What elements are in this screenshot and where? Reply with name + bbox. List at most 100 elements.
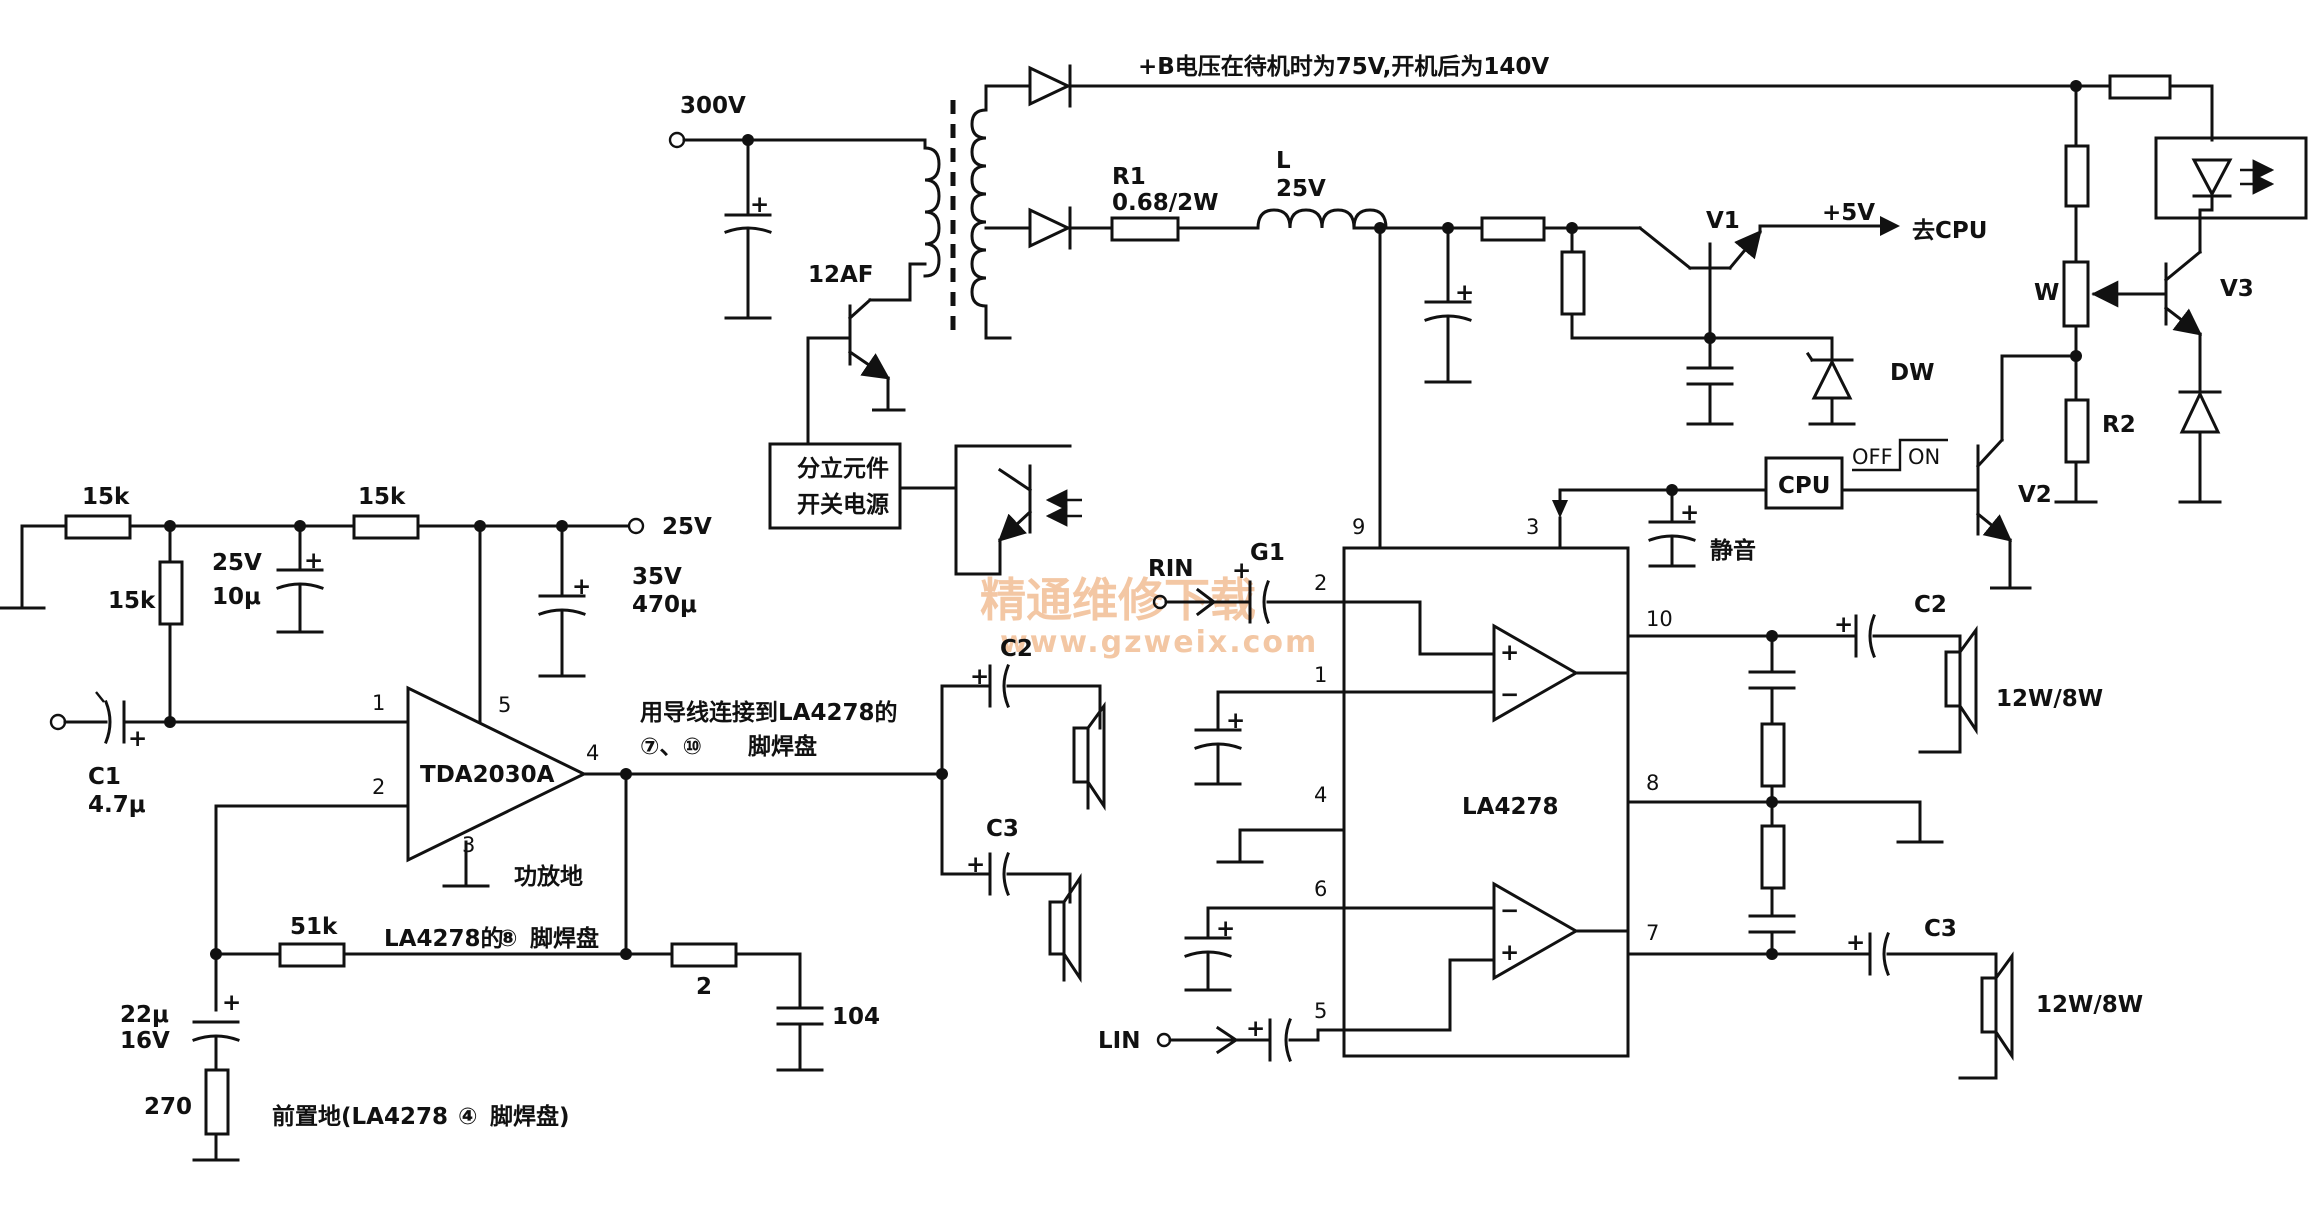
label-c2-left: C2: [1000, 636, 1033, 662]
resistor-top-right: [2064, 144, 2090, 208]
label-cpu: CPU: [1778, 473, 1830, 499]
svg-text:+: +: [970, 664, 989, 690]
label-v1: V1: [1706, 208, 1740, 234]
label-smps-2: 开关电源: [797, 491, 889, 518]
svg-text:+: +: [1500, 940, 1519, 966]
power-supply-section: 300V + +B电压在待机时为75V,开机后为140V R1 0.68: [668, 53, 2308, 590]
inductor-l: [1256, 208, 1388, 230]
zener-dw: [1811, 358, 1853, 400]
optocoupler-led-box: [2154, 136, 2308, 220]
label-to-cpu: 去CPU: [1912, 218, 1987, 244]
label-cap-16v: 16V: [120, 1028, 170, 1054]
svg-text:+: +: [1680, 500, 1699, 526]
label-cap-104: 104: [832, 1004, 880, 1030]
la4278-section: LA4278 9 3 + − − + 2 1 4 6 5 RIN + G1: [1098, 515, 2143, 1080]
terminal-25v: [627, 517, 645, 535]
label-cap-22u: 22μ: [120, 1002, 169, 1028]
transformer-primary: [923, 146, 941, 278]
label-on: ON: [1908, 445, 1940, 469]
svg-text:+: +: [222, 990, 241, 1016]
label-15k-b: 15k: [358, 484, 406, 510]
la-pin8: 8: [1646, 771, 1659, 795]
label-lin: LIN: [1098, 1028, 1140, 1054]
label-note-2a: ⑦、⑩: [640, 734, 702, 760]
label-amp-gnd: 功放地: [514, 863, 583, 890]
la-pin9: 9: [1352, 515, 1365, 539]
tda2030a-section: 15k 15k 25V 15k + 25V 10μ + 35V 470μ: [0, 484, 1106, 1162]
label-pad8-b: ⑧: [498, 926, 517, 952]
label-300v: 300V: [680, 93, 746, 119]
speaker-left-top: [1072, 726, 1090, 784]
label-pad8-a: LA4278的: [384, 925, 503, 952]
label-smps-1: 分立元件: [797, 455, 889, 482]
la-pin10: 10: [1646, 607, 1673, 631]
label-cap-35v: 35V: [632, 564, 682, 590]
potentiometer-w: [2062, 260, 2090, 328]
svg-text:+: +: [1232, 558, 1251, 584]
label-12af: 12AF: [808, 262, 874, 288]
label-g1: G1: [1250, 540, 1285, 566]
tda-pin3: 3: [462, 833, 475, 857]
la-pin1: 1: [1314, 663, 1327, 687]
svg-text:+: +: [128, 726, 147, 752]
label-pre-gnd-a: 前置地(LA4278: [272, 1103, 448, 1130]
label-c1: C1: [88, 764, 121, 790]
la-pin6: 6: [1314, 877, 1327, 901]
speaker-right-bottom: [1980, 976, 1998, 1034]
resistor-led: [2108, 74, 2172, 100]
label-dw: DW: [1890, 360, 1934, 386]
resistor-15k-b: [352, 514, 420, 540]
svg-text:+: +: [1246, 1016, 1265, 1042]
tda-pin2: 2: [372, 775, 385, 799]
optocoupler-led: [2191, 158, 2233, 198]
label-v3: V3: [2220, 276, 2254, 302]
label-r1-value: 0.68/2W: [1112, 190, 1219, 216]
label-25v: 25V: [662, 514, 712, 540]
resistor-51k: [278, 942, 346, 968]
tda-pin4: 4: [586, 741, 599, 765]
label-cap-470u: 470μ: [632, 592, 697, 618]
label-c1-value: 4.7μ: [88, 792, 146, 818]
resistor-2ohm: [670, 942, 738, 968]
top-note: +B电压在待机时为75V,开机后为140V: [1138, 53, 1549, 80]
resistor-r1: [1110, 216, 1180, 242]
speaker-left-bottom: [1048, 900, 1066, 956]
svg-text:+: +: [1455, 280, 1474, 306]
resistor-zobel-top: [1760, 722, 1786, 788]
label-pre-gnd-c: 脚焊盘): [490, 1103, 570, 1130]
label-off: OFF: [1852, 445, 1893, 469]
diode-mid: [1028, 207, 1072, 249]
label-pad8-c: 脚焊盘: [530, 925, 599, 952]
resistor-15k-c: [158, 560, 184, 626]
svg-text:+: +: [304, 548, 323, 574]
tda-pin1: 1: [372, 691, 385, 715]
input-terminal: [49, 713, 67, 731]
resistor-series: [1480, 216, 1546, 242]
la-pin5: 5: [1314, 999, 1327, 1023]
tda-pin5: 5: [498, 693, 511, 717]
svg-text:+: +: [1216, 916, 1235, 942]
label-cap-10u: 10μ: [212, 584, 261, 610]
cpu-block: [1764, 456, 1844, 510]
label-c3-left: C3: [986, 816, 1019, 842]
smps-block: [768, 442, 902, 530]
svg-text:+: +: [1500, 640, 1519, 666]
label-r1: R1: [1112, 164, 1146, 190]
label-l: L: [1276, 148, 1291, 174]
svg-text:+: +: [1846, 930, 1865, 956]
label-w: W: [2034, 280, 2059, 306]
label-c3-right: C3: [1924, 916, 1957, 942]
resistor-270: [204, 1068, 230, 1136]
label-spk-top: 12W/8W: [1996, 686, 2103, 712]
label-pre-gnd-b: ④: [458, 1104, 477, 1130]
label-r2-value: 2: [696, 974, 712, 1000]
label-c2-right: C2: [1914, 592, 1947, 618]
terminal-300v: [668, 131, 686, 149]
tda2030a-chip: [406, 685, 588, 863]
svg-text:+: +: [966, 852, 985, 878]
watermark-cn: 精通维修下载: [980, 573, 1256, 627]
resistor-15k-a: [64, 514, 132, 540]
transformer-secondary: [970, 108, 988, 308]
label-cap-25v: 25V: [212, 550, 262, 576]
opamp-lower: [1492, 881, 1580, 981]
